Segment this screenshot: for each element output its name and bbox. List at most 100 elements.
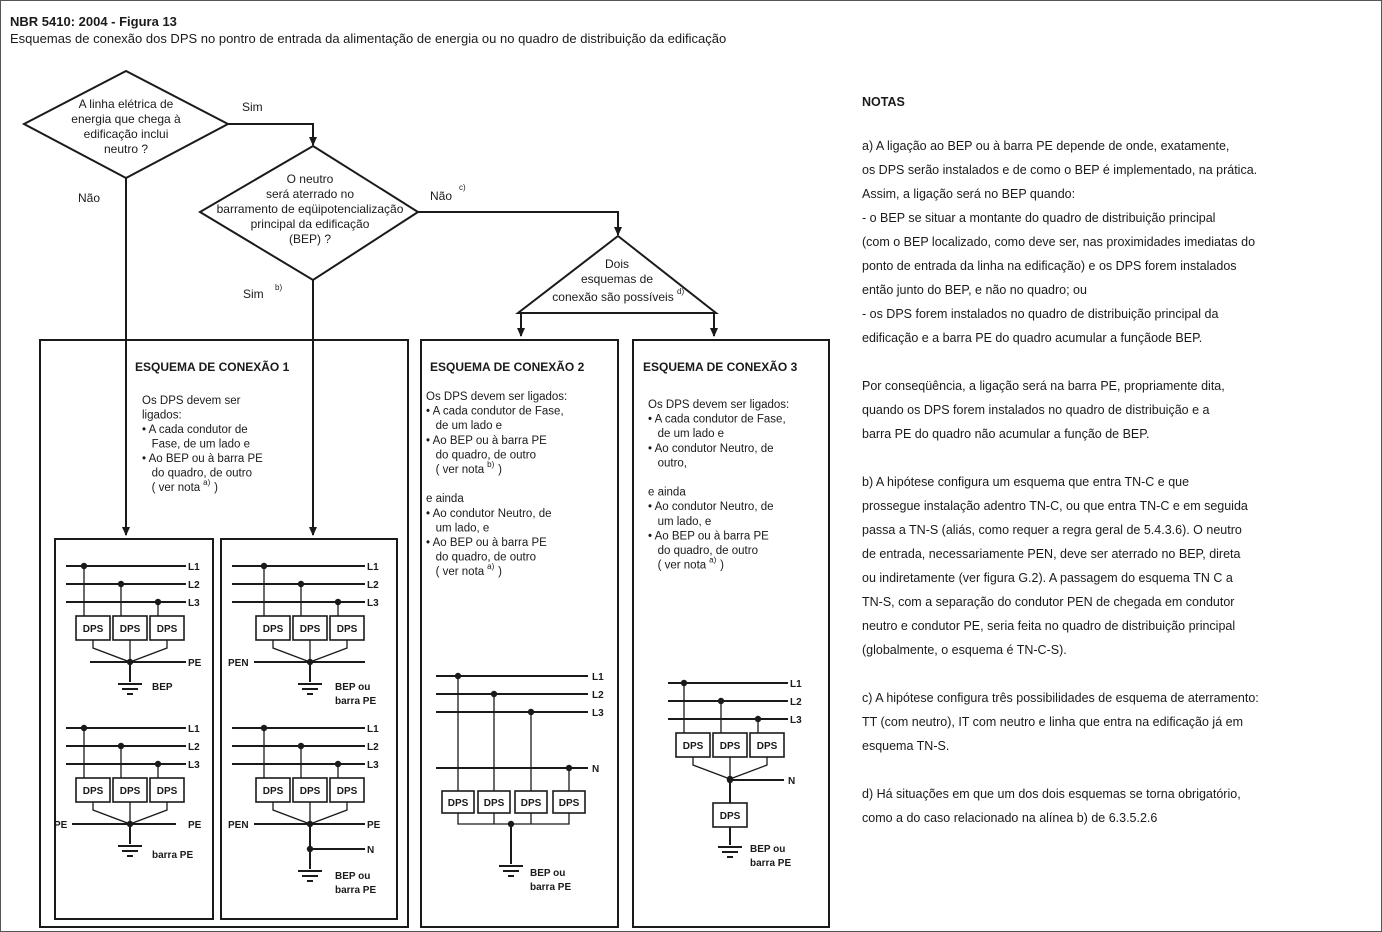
conductor-label: L1 [592,672,604,683]
scheme-1-diagram-box-right [220,538,398,920]
scheme-text-line: ( ver nota [142,482,201,494]
phase-label: L3 [188,760,200,771]
pe-label: PE [188,820,202,831]
decision-two-schemes: Dois esquemas de conexão são possíveis d… [515,234,719,314]
q3-note: d) [677,287,684,296]
note-a: a) A ligação ao BEP ou à barra PE depend… [862,134,1372,350]
note-line: b) A hipótese configura um esquema que e… [862,475,1190,489]
n-label: N [367,845,374,856]
bep-ou-label: BEP ou [335,871,370,882]
note-line: - os DPS forem instalados no quadro de d… [862,307,1219,321]
dps-return [272,640,311,663]
phase-label: L2 [188,580,200,591]
scheme-1-diagram-box-left [54,538,214,920]
note-ref: a) [709,556,716,565]
note-ref-close: ) [498,566,502,578]
pe-label: PE [367,820,381,831]
dps-label: DPS [337,786,358,797]
scheme-text-line: de um lado e [426,420,502,432]
pen-label: PEN [228,658,249,669]
dps-label: DPS [559,798,580,809]
q2-line: principal da edificação [251,217,370,231]
dps-label: DPS [484,798,505,809]
note-line: quando os DPS forem instalados no quadro… [862,403,1210,417]
q2-no-label: Não [430,189,452,203]
dps-label: DPS [448,798,469,809]
scheme-text-line: • Ao condutor Neutro, de [648,501,774,513]
scheme-3-box [632,339,830,928]
scheme-text-line: do quadro, de outro [648,545,758,557]
dps-box [292,777,328,803]
note-line: então junto do BEP, e não no quadro; ou [862,283,1087,297]
barra-pe-label: barra PE [530,882,571,893]
scheme-text-line: um lado, e [648,516,711,528]
note-line: (com o BEP localizado, como deve ser, na… [862,235,1256,249]
dps-box [675,732,711,758]
conductor-label: L3 [592,708,604,719]
q1-no-label: Não [78,191,100,205]
decision-neutral-grounded-bep: O neutro será aterrado no barramento de … [198,144,420,282]
scheme-text-line: • A cada condutor de Fase, [426,406,564,418]
scheme-text-line: Os DPS devem ser ligados: [648,399,789,411]
note-line: esquema TN-S. [862,739,950,753]
dps-label: DPS [300,624,321,635]
note-line: os DPS serão instalados e de como o BEP … [862,163,1258,177]
bep-label: BEP [152,682,173,693]
dps-box [149,777,185,803]
scheme-1-box [39,339,409,928]
scheme-text-line: ( ver nota [426,566,485,578]
phase-label: L3 [367,760,379,771]
scheme-2-text: Os DPS devem ser ligados: • A cada condut… [426,391,567,578]
dps-box [712,732,748,758]
barra-pe-label: barra PE [335,885,376,896]
scheme-text-line: de um lado e [648,428,724,440]
scheme-text-line: do quadro, de outro [426,552,536,564]
dps-box [255,615,291,641]
scheme-text-line: • Ao BEP ou à barra PE [426,435,547,447]
scheme-text-line: Os DPS devem ser ligados: [426,391,567,403]
q3-line: esquemas de [581,272,653,286]
scheme-text-line: ( ver nota [426,464,485,476]
phase-label: L2 [188,742,200,753]
dps-return [692,757,731,780]
scheme-text-line: e ainda [648,487,686,499]
conductor-label: L2 [592,690,604,701]
dps-return [309,802,348,825]
note-line: (globalmente, o esquema é TN-C-S). [862,643,1067,657]
barra-pe-label: barra PE [152,850,193,861]
figure-subtitle: Esquemas de conexão dos DPS no pontro de… [10,31,727,46]
q3-line: Dois [605,257,629,271]
notes-title: NOTAS [862,95,905,109]
dps-label: DPS [337,624,358,635]
note-line: passa a TN-S (aliás, como requer a regra… [862,523,1242,537]
q1-line: neutro ? [104,142,148,156]
phase-label: L1 [367,562,379,573]
note-d: d) Há situações em que um dos dois esque… [862,782,1372,830]
phase-label: L1 [367,724,379,735]
note-line: barra PE do quadro não acumular a função… [862,427,1150,441]
scheme-text-line: Fase, de um lado e [142,439,250,451]
scheme-3-text: Os DPS devem ser ligados:• A cada condut… [648,399,789,572]
note-c: c) A hipótese configura três possibilida… [862,686,1372,758]
note-line: ou indiretamente (ver figura G.2). A pas… [862,571,1233,585]
note-ref-close: ) [720,560,724,572]
phase-label: L3 [790,715,802,726]
note-line: TT (com neutro), IT com neutro e linha q… [862,715,1243,729]
flowchart-diagram: A linha elétrica de energia que chega à … [21,69,830,928]
dps-return [729,757,768,780]
dps-label: DPS [757,741,778,752]
dps-label: DPS [720,741,741,752]
note-ref: a) [487,562,494,571]
bep-ou-label: BEP ou [530,868,565,879]
q2-line: será aterrado no [266,187,354,201]
phase-label: L3 [367,598,379,609]
note-line: de entrada, necessariamente PEN, deve se… [862,547,1241,561]
scheme-2-box [420,339,619,928]
phase-label: L3 [188,598,200,609]
